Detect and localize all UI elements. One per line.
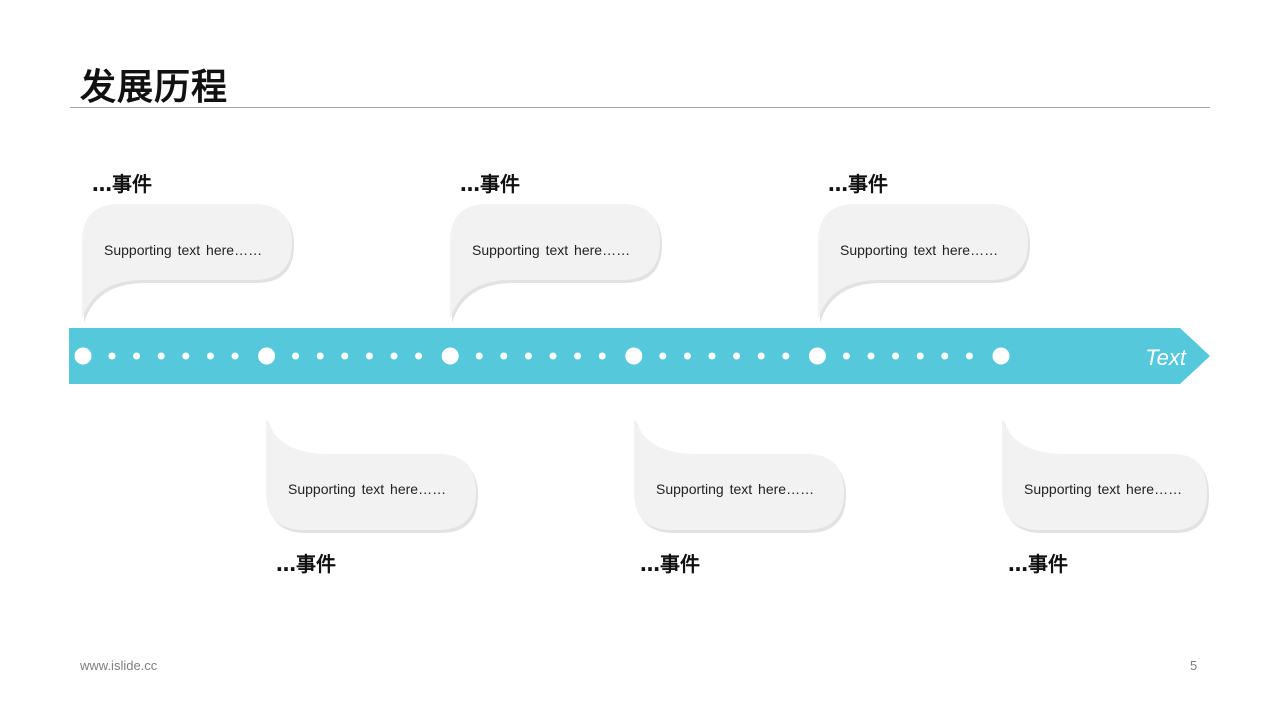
event-text-2: Supporting text here…… — [288, 481, 447, 497]
page-title: 发展历程 — [80, 67, 229, 108]
timeline-small-dot — [157, 352, 165, 360]
event-bubble-2: Supporting text here…… — [266, 418, 478, 533]
milestone-dot-1 — [74, 347, 92, 365]
timeline-small-dot — [782, 352, 790, 360]
timeline-small-dot — [316, 352, 324, 360]
event-bubble-4: Supporting text here…… — [634, 418, 846, 533]
event-label-3: …事件 — [460, 172, 520, 196]
event-label-5: …事件 — [828, 172, 888, 196]
speech-bubble-shape — [634, 418, 846, 533]
event-label-4: …事件 — [640, 552, 700, 576]
milestone-dot-3 — [441, 347, 459, 365]
event-text-4: Supporting text here…… — [656, 481, 815, 497]
event-bubble-6: Supporting text here…… — [1002, 418, 1212, 533]
timeline-small-dot — [415, 352, 423, 360]
timeline-small-dot — [390, 352, 398, 360]
timeline-small-dot — [683, 352, 691, 360]
timeline-small-dot — [500, 352, 508, 360]
timeline-small-dot — [733, 352, 741, 360]
timeline-small-dot — [892, 352, 900, 360]
event-bubble-3: Supporting text here…… — [450, 204, 662, 323]
timeline-small-dot — [574, 352, 582, 360]
page-number: 5 — [1190, 658, 1198, 673]
timeline-small-dot — [757, 352, 765, 360]
timeline-arrow-shape: Text — [69, 328, 1210, 384]
title-divider — [70, 107, 1210, 108]
event-text-3: Supporting text here…… — [472, 242, 631, 258]
timeline-small-dot — [133, 352, 141, 360]
milestone-dot-5 — [808, 347, 826, 365]
timeline-small-dot — [965, 352, 973, 360]
timeline-small-dot — [231, 352, 239, 360]
timeline-small-dot — [524, 352, 532, 360]
milestone-dot-2 — [258, 347, 276, 365]
timeline-small-dot — [708, 352, 716, 360]
event-label-1: …事件 — [92, 172, 152, 196]
event-bubble-1: Supporting text here…… — [82, 204, 294, 323]
event-text-6: Supporting text here…… — [1024, 481, 1183, 497]
milestone-dot-6 — [992, 347, 1010, 365]
timeline-small-dot — [916, 352, 924, 360]
speech-bubble-shape — [82, 204, 294, 323]
timeline-small-dot — [867, 352, 875, 360]
timeline-small-dot — [206, 352, 214, 360]
timeline-small-dot — [475, 352, 483, 360]
timeline-small-dot — [598, 352, 606, 360]
timeline-end-label: Text — [1145, 345, 1187, 370]
speech-bubble-shape — [266, 418, 478, 533]
speech-bubble-shape — [450, 204, 662, 323]
event-bubble-5: Supporting text here…… — [818, 204, 1030, 323]
speech-bubble-shape — [818, 204, 1030, 323]
timeline-small-dot — [549, 352, 557, 360]
timeline-small-dot — [941, 352, 949, 360]
timeline-small-dot — [108, 352, 116, 360]
event-text-5: Supporting text here…… — [840, 242, 999, 258]
timeline-small-dot — [292, 352, 300, 360]
event-label-6: …事件 — [1008, 552, 1068, 576]
timeline-small-dot — [842, 352, 850, 360]
milestone-dot-4 — [625, 347, 643, 365]
timeline-small-dot — [659, 352, 667, 360]
speech-bubble-shape — [1002, 418, 1209, 533]
event-text-1: Supporting text here…… — [104, 242, 263, 258]
footer-url: www.islide.cc — [80, 658, 158, 673]
timeline-small-dot — [182, 352, 190, 360]
timeline-dots — [74, 347, 1010, 365]
timeline-arrow: Text — [69, 328, 1210, 384]
timeline-small-dot — [365, 352, 373, 360]
timeline-small-dot — [341, 352, 349, 360]
event-label-2: …事件 — [276, 552, 336, 576]
